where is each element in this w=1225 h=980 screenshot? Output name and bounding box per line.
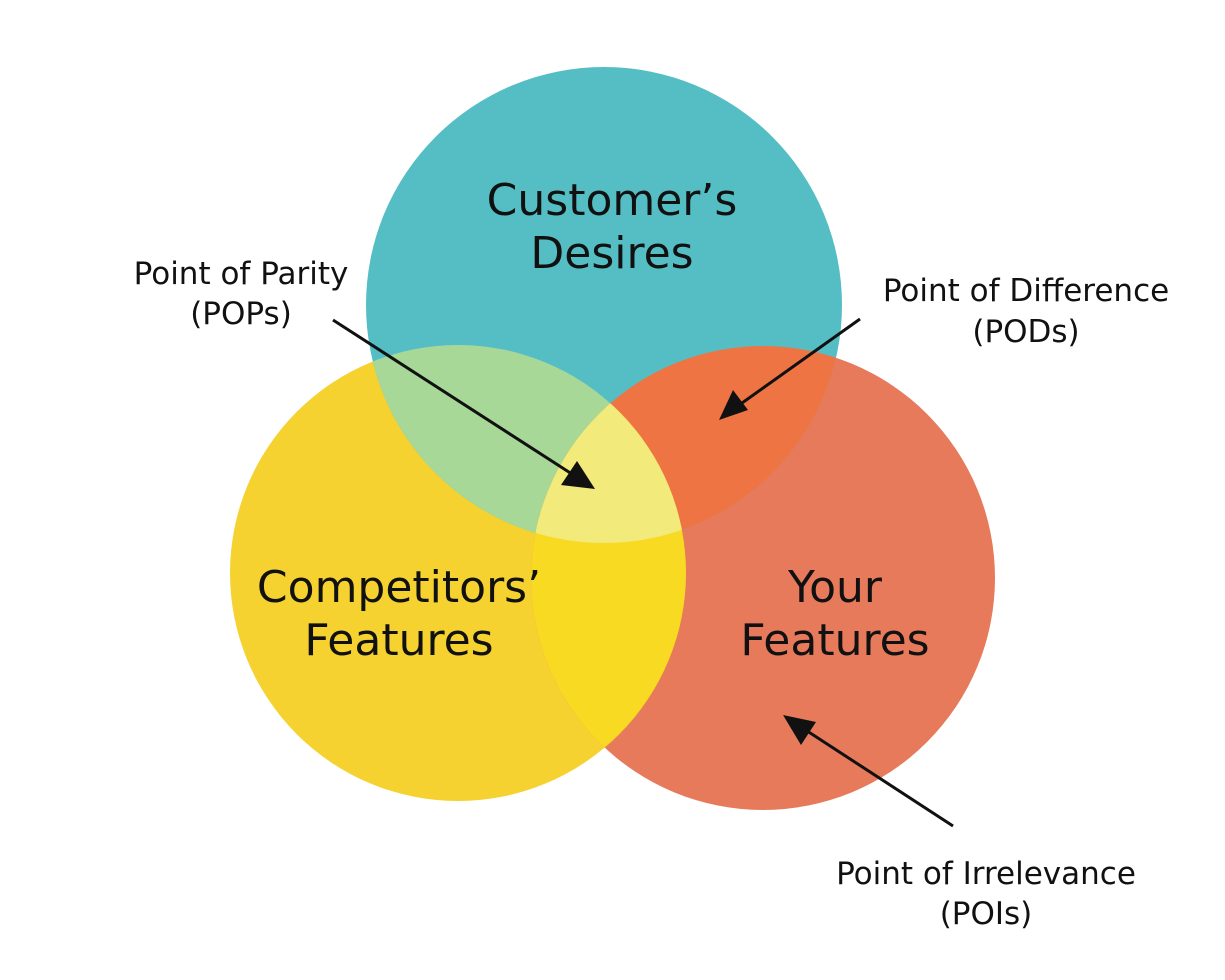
irrelevance-arrow-head (783, 715, 816, 745)
irrelevance-arrow-line (800, 725, 954, 828)
difference-arrow-head (719, 390, 748, 420)
difference-callout-line1: Point of Difference (883, 273, 1169, 309)
competitors-features-label-line2: Features (304, 615, 493, 666)
difference-arrow-line (734, 317, 861, 410)
your-features-label-line1: Your (787, 562, 883, 613)
customers-desires-label-line2: Desires (530, 228, 693, 279)
parity-arrow-line (332, 318, 576, 478)
competitors-features-label-line1: Competitors’ (257, 562, 541, 613)
difference-callout-line2: (PODs) (972, 314, 1079, 350)
irrelevance-callout-line1: Point of Irrelevance (836, 856, 1136, 892)
irrelevance-callout-line2: (POIs) (940, 896, 1033, 932)
your-features-label-line2: Features (740, 615, 929, 666)
parity-callout-line2: (POPs) (190, 296, 292, 332)
parity-arrow-head (561, 461, 595, 489)
customers-desires-label-line1: Customer’s (487, 175, 738, 226)
overlap-center (531, 346, 686, 543)
parity-callout-line1: Point of Parity (134, 256, 349, 292)
